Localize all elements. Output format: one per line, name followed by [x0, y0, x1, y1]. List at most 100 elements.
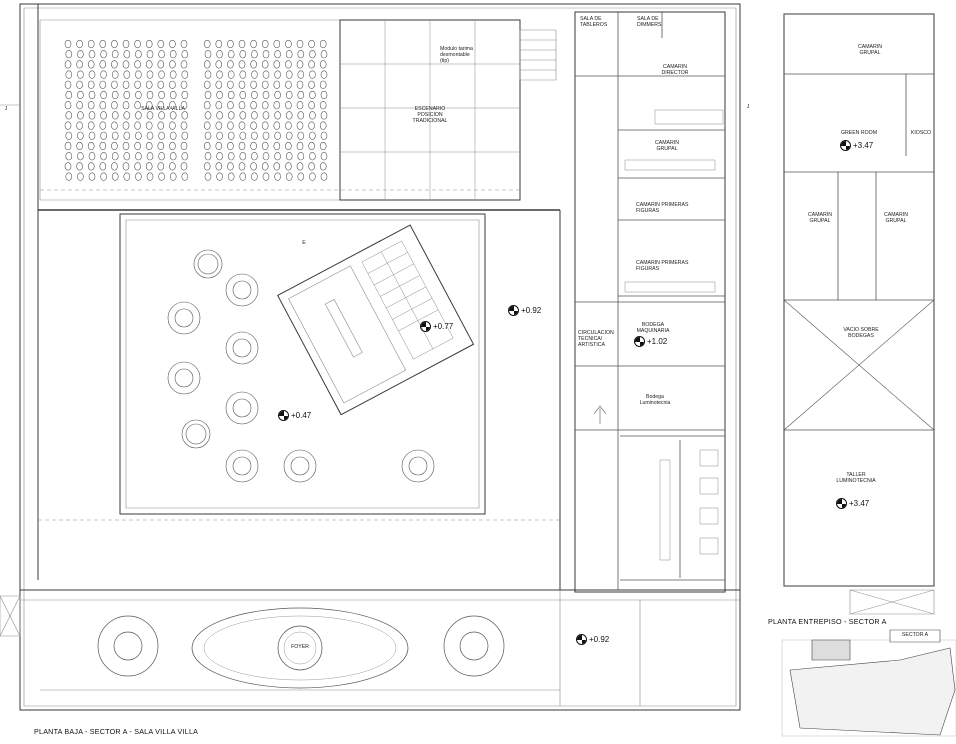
seat [297, 101, 303, 109]
seat [240, 173, 246, 181]
seat [227, 163, 233, 171]
seat [158, 81, 164, 89]
seat [321, 152, 327, 160]
seat [124, 132, 130, 140]
seat [88, 122, 94, 130]
seat [111, 101, 117, 109]
level-value: +0.47 [291, 411, 312, 420]
seat [204, 61, 210, 69]
level-marker-stage: +0.77 [420, 321, 453, 332]
level-value: +0.77 [433, 322, 454, 331]
seat [100, 81, 106, 89]
seat [274, 61, 280, 69]
seat [298, 152, 304, 160]
seat [274, 163, 280, 171]
label-camarin-grupal-left: CAMARIN GRUPAL [808, 212, 832, 224]
seat [77, 71, 83, 79]
seat [181, 61, 187, 69]
seat [77, 61, 83, 69]
seat [262, 40, 268, 48]
seat [159, 112, 165, 120]
seat [77, 40, 83, 48]
seat [263, 112, 269, 120]
seat [89, 91, 95, 99]
label-camarin-primeras-1: CAMARIN PRIMERAS FIGURAS [636, 202, 689, 214]
seat [77, 173, 83, 181]
seat [251, 40, 257, 48]
seat [285, 122, 291, 130]
seat [66, 91, 72, 99]
seat [274, 142, 280, 150]
seat [204, 142, 210, 150]
seat [147, 173, 153, 181]
seat [309, 71, 315, 79]
seat [204, 40, 210, 48]
seat [275, 173, 281, 181]
seat [65, 40, 71, 48]
seat [158, 40, 164, 48]
seat [298, 71, 304, 79]
seat [123, 40, 129, 48]
seat [135, 71, 141, 79]
seat [112, 132, 118, 140]
seat [100, 61, 106, 69]
seat [88, 163, 94, 171]
seat [135, 61, 141, 69]
level-marker-green-room: +3.47 [840, 140, 873, 151]
seat [101, 173, 107, 181]
seat [169, 101, 175, 109]
seat [65, 101, 71, 109]
seat [263, 173, 269, 181]
seat [135, 132, 141, 140]
seat [123, 61, 129, 69]
seat [146, 40, 152, 48]
seat [251, 81, 257, 89]
seat [320, 40, 326, 48]
seat [297, 122, 303, 130]
seat [89, 152, 95, 160]
seat [169, 163, 175, 171]
seat [181, 81, 187, 89]
seat [309, 132, 315, 140]
seat [274, 81, 280, 89]
seat [227, 101, 233, 109]
seat [309, 81, 315, 89]
seat [205, 50, 211, 58]
seat [320, 101, 326, 109]
seat [321, 173, 327, 181]
seat [205, 173, 211, 181]
seat [159, 71, 165, 79]
seat [170, 91, 176, 99]
seat [286, 132, 292, 140]
seat [297, 163, 303, 171]
seat [239, 142, 245, 150]
seat [216, 40, 222, 48]
seat [170, 112, 176, 120]
seat [262, 122, 268, 130]
label-camarin-grupal-top: CAMARIN GRUPAL [858, 44, 882, 56]
seat [65, 163, 71, 171]
seat [251, 142, 257, 150]
seat [100, 122, 106, 130]
seat [239, 101, 245, 109]
seat [146, 81, 152, 89]
seat [135, 163, 141, 171]
seat [181, 40, 187, 48]
seat [227, 122, 233, 130]
seat [309, 152, 315, 160]
seat [146, 163, 152, 171]
label-modulo-tarima: Modulo tarima desmontable (tip) [440, 46, 473, 64]
seat [228, 132, 234, 140]
seat [147, 152, 153, 160]
seat [66, 173, 72, 181]
seat [66, 132, 72, 140]
seat [251, 71, 257, 79]
seat [227, 40, 233, 48]
seat [320, 142, 326, 150]
level-marker-foyer: +0.92 [576, 634, 609, 645]
seat [124, 152, 130, 160]
foyer-furniture [98, 608, 504, 688]
level-value: +1.02 [647, 337, 668, 346]
grid-mark-j-left: J [746, 104, 750, 110]
